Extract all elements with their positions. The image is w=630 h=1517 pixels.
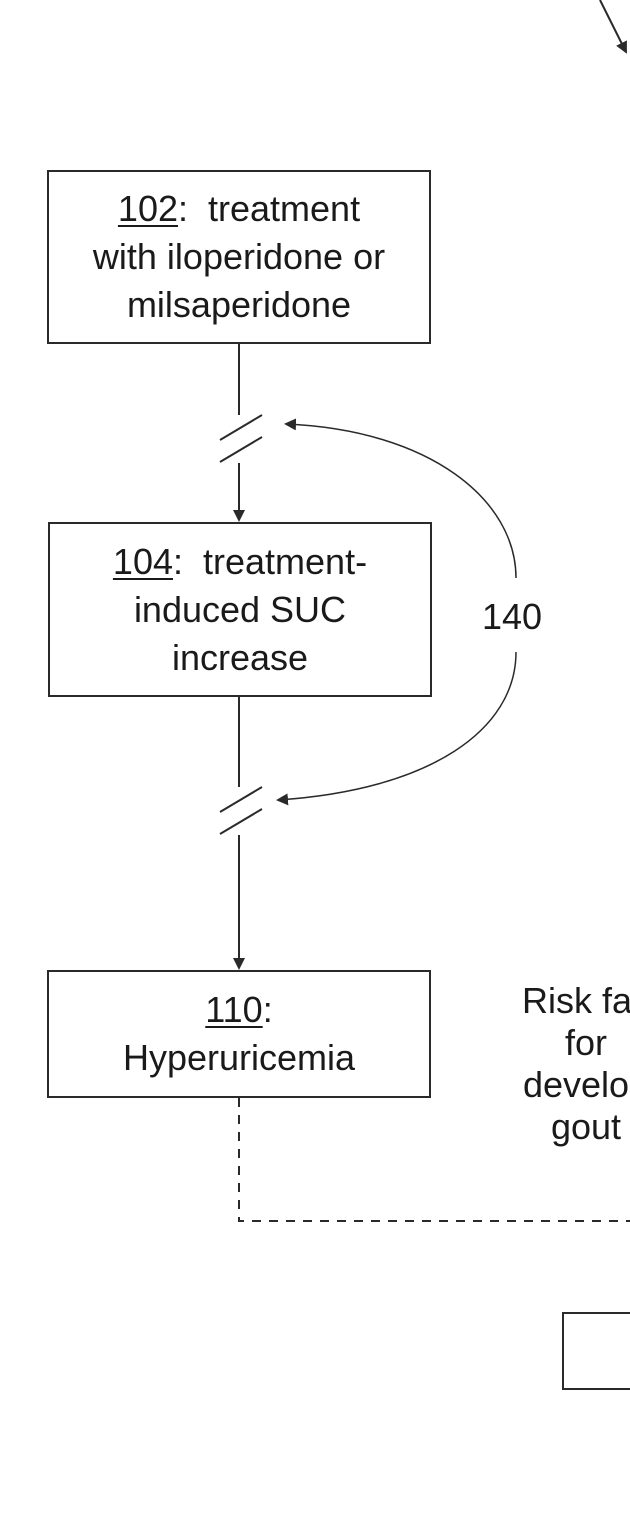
step-102-box: 102: treatment with iloperidone or milsa… [47,170,431,344]
step-104-box: 104: treatment- induced SUC increase [48,522,432,697]
step-110-ref-number: 110 [205,989,262,1030]
step-102-ref-number: 102 [118,188,178,229]
step-102-line-1-text: : treatment [178,188,360,229]
partial-box-bottom-right [562,1312,630,1390]
risk-factor-line-4: gout [486,1106,630,1148]
step-104-line-1-text: : treatment- [173,541,367,582]
risk-factor-label: Risk fac for develop gout [486,980,630,1148]
step-110-line-1: 110: [205,986,272,1034]
time-break-mark-lower [216,787,262,835]
risk-factor-line-2: for [486,1022,630,1064]
step-104-ref-number: 104 [113,541,173,582]
step-110-box: 110: Hyperuricemia [47,970,431,1098]
step-102-line-3: milsaperidone [127,281,351,329]
risk-factor-line-1: Risk fac [486,980,630,1022]
step-102-line-2: with iloperidone or [93,233,385,281]
step-104-line-2: induced SUC [134,586,346,634]
risk-factor-line-3: develop [486,1064,630,1106]
incoming-arrow-top-right [600,0,626,52]
step-110-line-1-text: : [263,989,273,1030]
step-102-line-1: 102: treatment [118,185,360,233]
label-140: 140 [482,596,542,638]
step-110-line-2: Hyperuricemia [123,1034,355,1082]
time-break-mark-upper [216,415,262,463]
step-104-line-3: increase [172,634,308,682]
step-104-line-1: 104: treatment- [113,538,367,586]
